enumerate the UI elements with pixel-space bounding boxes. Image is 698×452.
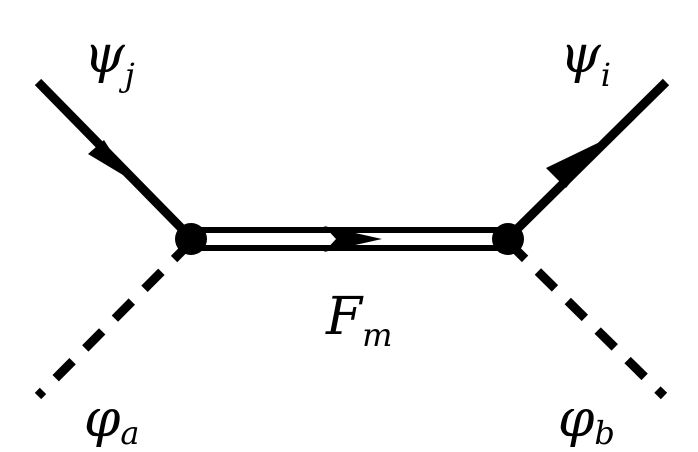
label-phi-b: φb	[558, 389, 615, 452]
label-psi-j: ψj	[84, 25, 135, 94]
outgoing-fermion-arrow	[546, 140, 604, 188]
label-f-m: Fm	[325, 287, 392, 354]
scalar-line-phi-b	[504, 238, 668, 400]
left-vertex	[175, 223, 207, 255]
incoming-fermion-arrow	[88, 140, 128, 178]
scalar-line-phi-a	[34, 238, 195, 400]
label-phi-a: φa	[84, 389, 140, 452]
propagator-arrow	[324, 226, 382, 252]
label-psi-i: ψi	[560, 25, 611, 94]
right-vertex	[492, 223, 524, 255]
